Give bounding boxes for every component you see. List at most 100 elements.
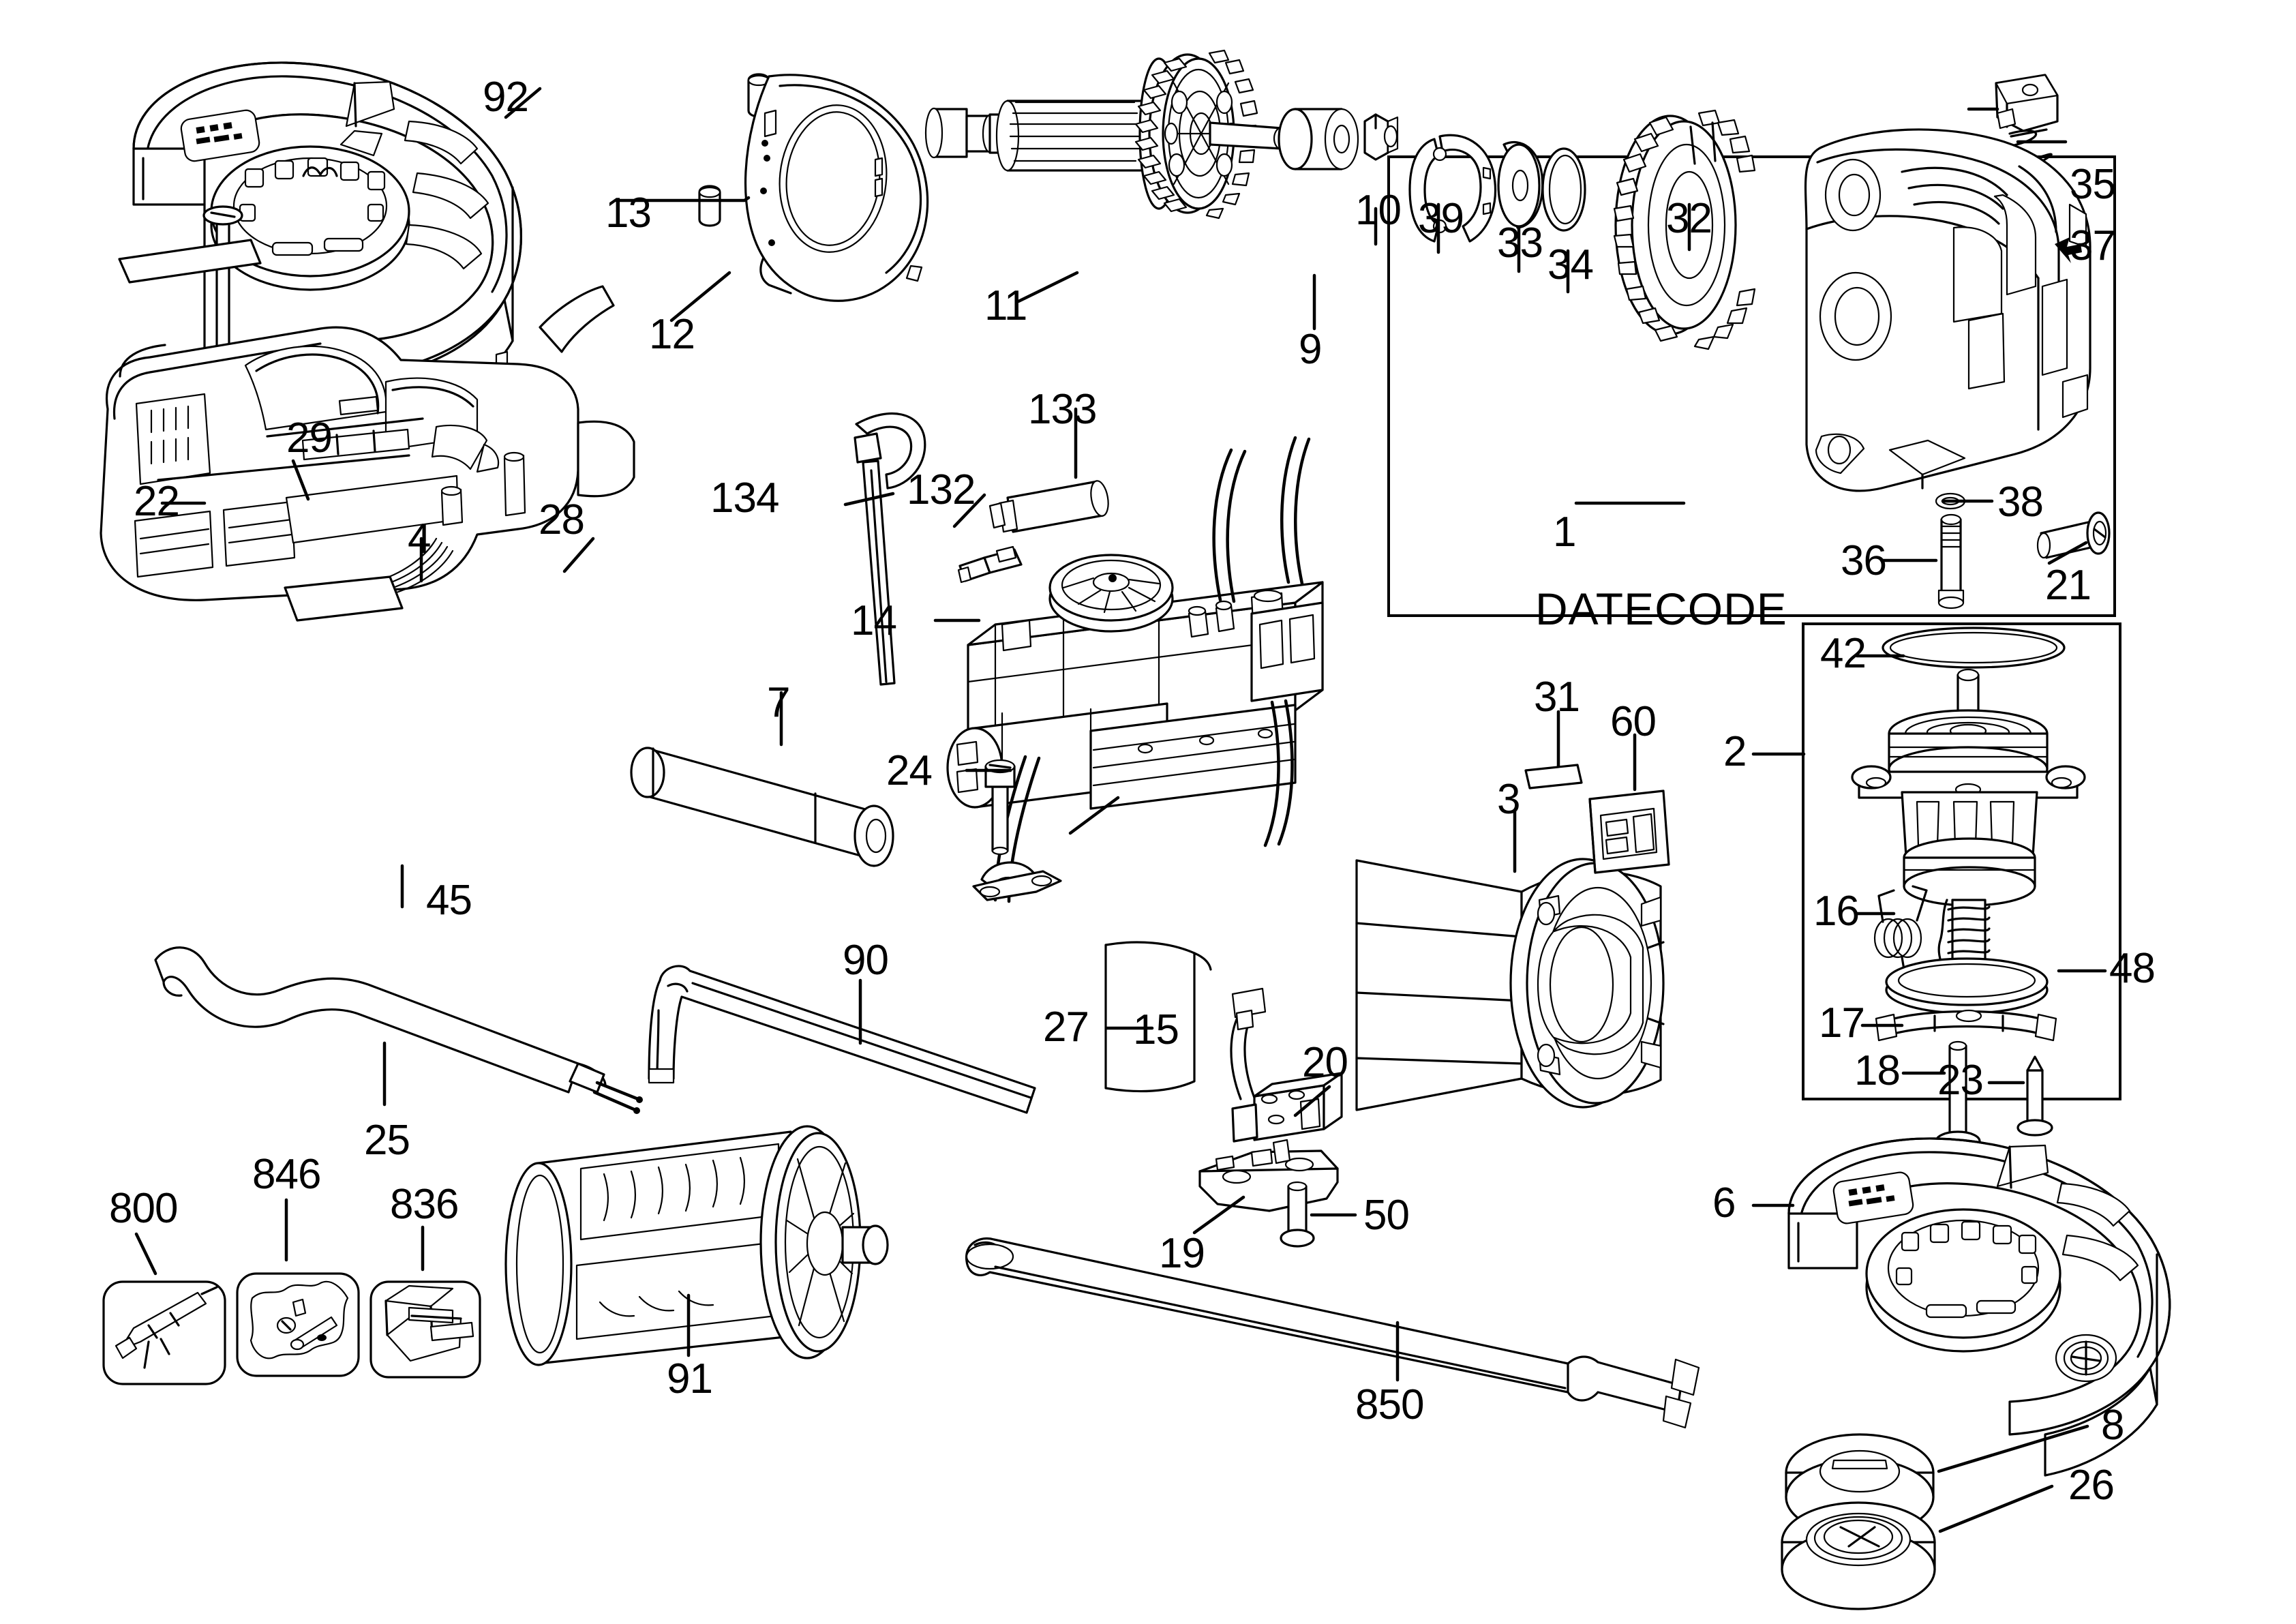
callout-19: 19 <box>1159 1230 1205 1277</box>
callout-134: 134 <box>710 475 779 522</box>
callout-3: 3 <box>1497 776 1520 823</box>
callout-31: 31 <box>1534 674 1580 721</box>
part-27-field-insulation-wrap <box>1104 941 1212 1093</box>
callout-1: 1 <box>1553 509 1576 556</box>
callout-35: 35 <box>2070 161 2116 208</box>
part-25-power-lead-wire <box>154 946 643 1114</box>
part-4-motor-housing-clamshell <box>100 326 635 601</box>
callout-13: 13 <box>605 190 652 237</box>
part-19-switch-carrier-plate <box>1198 1139 1339 1212</box>
callout-48: 48 <box>2109 945 2156 992</box>
callout-6: 6 <box>1712 1179 1736 1227</box>
part-60-brush-holder <box>1588 790 1670 874</box>
part-836-carton-packaging <box>369 1280 481 1379</box>
callout-50: 50 <box>1363 1192 1410 1239</box>
part-800-grease-tube-kit <box>102 1280 226 1385</box>
part-21-screw-pan-head <box>2036 511 2111 559</box>
callout-45: 45 <box>426 877 472 924</box>
callout-20: 20 <box>1302 1039 1348 1086</box>
callout-133: 133 <box>1028 386 1097 433</box>
callout-18: 18 <box>1854 1047 1901 1094</box>
part-34-o-ring <box>1541 147 1586 232</box>
part-11-armature-rotor <box>924 49 1290 220</box>
part-3-motor-field-stator <box>1355 858 1665 1111</box>
callout-16: 16 <box>1813 888 1860 935</box>
callout-17: 17 <box>1819 999 1865 1047</box>
part-36-spindle-lock-pin <box>1937 513 1965 610</box>
rotor-teeth <box>1134 49 1258 220</box>
callout-846: 846 <box>252 1151 321 1198</box>
part-35-lock-button <box>1995 74 2059 132</box>
part-2-spindle-assembly <box>1851 668 2086 978</box>
callout-800: 800 <box>109 1185 178 1232</box>
callout-39: 39 <box>1418 195 1464 242</box>
callout-4: 4 <box>408 515 431 562</box>
part-26-clamp-nut <box>1781 1501 1936 1610</box>
part-50-screw-short <box>1280 1181 1315 1248</box>
callout-38: 38 <box>1997 479 2044 526</box>
part-20-switch-block <box>1230 987 1343 1143</box>
part-9-bearing-sleeve <box>1278 108 1359 170</box>
callout-21: 21 <box>2045 562 2091 609</box>
callout-836: 836 <box>390 1181 459 1228</box>
callout-25: 25 <box>364 1117 410 1164</box>
callout-8: 8 <box>2101 1402 2124 1449</box>
part-32-bevel-gear <box>1613 109 1756 350</box>
part-6-wheel-guard-lower <box>1787 1137 2171 1477</box>
part-48-retaining-ring <box>1885 957 2049 1014</box>
callout-42: 42 <box>1820 630 1867 677</box>
part-31-warning-label <box>1524 764 1583 790</box>
callout-92: 92 <box>483 74 529 121</box>
part-29-name-plate-label <box>118 239 262 284</box>
callout-132: 132 <box>907 466 976 513</box>
callout-90: 90 <box>843 937 889 984</box>
callout-14: 14 <box>851 597 897 644</box>
part-14-electronic-control-module <box>946 436 1324 903</box>
part-33-washer <box>1497 140 1544 229</box>
callout-24: 24 <box>886 747 933 794</box>
callout-60: 60 <box>1610 698 1657 745</box>
callout-36: 36 <box>1841 537 1887 584</box>
part-1-gearcase-assembly <box>1804 128 2091 492</box>
callout-9: 9 <box>1299 326 1322 373</box>
callout-34: 34 <box>1547 241 1594 288</box>
callout-7: 7 <box>767 679 790 726</box>
callout-12: 12 <box>649 311 695 358</box>
part-45-housing-label <box>284 575 404 622</box>
part-7-side-handle <box>630 747 894 867</box>
callout-22: 22 <box>134 478 180 525</box>
callout-15: 15 <box>1133 1006 1179 1053</box>
callout-2: 2 <box>1723 728 1747 775</box>
callout-850: 850 <box>1355 1381 1424 1428</box>
part-134-cable-tie <box>854 412 926 686</box>
part-132-terminal-clip <box>957 545 1023 584</box>
callout-91: 91 <box>667 1355 713 1402</box>
part-15-cable-clamp <box>972 861 1062 901</box>
part-846-hardware-bag-kit <box>236 1272 360 1377</box>
part-23-pin-short <box>2016 1055 2053 1137</box>
callout-32: 32 <box>1666 195 1712 242</box>
part-17-lever-yoke <box>1875 1009 2057 1042</box>
callout-11: 11 <box>984 282 1027 329</box>
part-850-open-end-wrench <box>965 1237 1700 1429</box>
leader-lines <box>134 87 2107 1533</box>
part-92-wheel-guard-upper <box>132 61 522 417</box>
callout-23: 23 <box>1937 1057 1984 1104</box>
callout-27: 27 <box>1043 1004 1089 1051</box>
callout-37: 37 <box>2070 222 2116 269</box>
part-28-trim-insert <box>539 285 615 353</box>
part-10-hex-nut <box>1363 113 1399 161</box>
datecode-label: DATECODE <box>1535 584 1787 634</box>
part-91-handle-grip-roller <box>504 1125 889 1366</box>
callout-26: 26 <box>2068 1462 2115 1509</box>
part-42-o-ring-large <box>1882 627 2066 669</box>
callout-28: 28 <box>539 496 585 543</box>
part-12-baffle-plate <box>744 74 929 302</box>
part-133-capacitor <box>988 480 1109 533</box>
bevel-gear-teeth <box>1613 109 1756 350</box>
callout-29: 29 <box>286 415 333 462</box>
part-90-hex-key-wrench <box>648 965 1036 1114</box>
callout-10: 10 <box>1355 187 1402 234</box>
